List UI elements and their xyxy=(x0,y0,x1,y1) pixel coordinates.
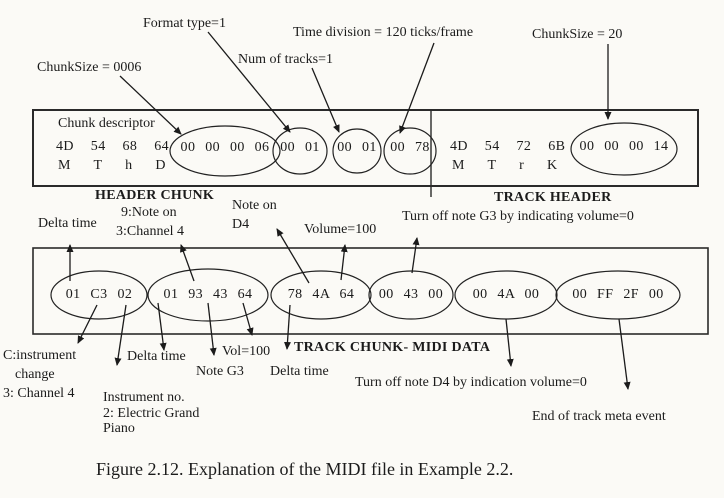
arrow-instr-change xyxy=(77,304,98,344)
bytes-num-tracks: 00 01 xyxy=(337,140,377,155)
callout-format-type: Format type=1 xyxy=(143,16,226,31)
track-box-outline xyxy=(32,247,709,335)
arrow-num-tracks xyxy=(311,67,340,133)
callout-num-tracks: Num of tracks=1 xyxy=(238,52,333,67)
label-delta-time-top: Delta time xyxy=(38,216,97,231)
oval-event-3 xyxy=(270,270,372,320)
bytes-format-type: 00 01 xyxy=(280,140,320,155)
arrow-delta-time-b2 xyxy=(283,304,291,350)
bytes-header-chunksize: 00 00 00 06 xyxy=(180,140,270,155)
label-note-on-d4-line2: D4 xyxy=(232,217,250,232)
label-instrument-no-line3: Piano xyxy=(103,421,135,436)
track-chunk-section-label: TRACK CHUNK- MIDI DATA xyxy=(294,340,491,355)
header-signature-hex: 4D 54 68 64 xyxy=(56,139,170,154)
label-d4-off: Turn off note D4 by indication volume=0 xyxy=(355,375,587,390)
label-instrument-change: C:instrument change 3: Channel 4 xyxy=(3,346,76,403)
label-note-on-ch4-line2: 3:Channel 4 xyxy=(116,224,185,239)
label-delta-time-b1: Delta time xyxy=(127,349,186,364)
oval-event-6 xyxy=(555,270,681,320)
label-note-on-ch4: 9:Note on 3:Channel 4 xyxy=(116,203,184,241)
track-header-section-label: TRACK HEADER xyxy=(494,190,612,205)
oval-num-tracks xyxy=(332,128,382,174)
label-note-on-ch4-line1: 9:Note on xyxy=(121,205,177,220)
label-note-on-d4: Note on D4 xyxy=(232,196,277,234)
arrow-note-g3 xyxy=(207,302,217,356)
oval-track-chunksize xyxy=(570,122,678,176)
label-end-of-track: End of track meta event xyxy=(532,409,666,424)
bytes-event-1: 01 C3 02 xyxy=(65,287,133,302)
bytes-event-6: 00 FF 2F 00 xyxy=(572,287,664,302)
bytes-event-4: 00 43 00 xyxy=(378,287,444,302)
bytes-event-2: 01 93 43 64 xyxy=(163,287,253,302)
label-instrument-no-line1: Instrument no. xyxy=(103,390,185,405)
arrow-delta-time-b1 xyxy=(157,302,167,351)
header-signature-ascii: M T h D xyxy=(58,158,166,173)
arrow-volume-100 xyxy=(340,244,348,281)
label-g3-off: Turn off note G3 by indicating volume=0 xyxy=(402,209,634,224)
header-chunk-section-label: HEADER CHUNK xyxy=(95,188,215,203)
chunk-descriptor-label: Chunk descriptor xyxy=(58,116,155,131)
arrow-vol-100 xyxy=(242,302,254,336)
arrow-time-division xyxy=(399,42,435,134)
callout-chunksize-20: ChunkSize = 20 xyxy=(532,27,623,42)
label-volume-100: Volume=100 xyxy=(304,222,377,237)
arrow-chunksize-0006 xyxy=(119,75,182,135)
label-note-g3: Note G3 xyxy=(196,364,244,379)
label-instrument-change-line3: 3: Channel 4 xyxy=(3,386,75,401)
header-box-outline xyxy=(32,109,699,187)
bytes-track-chunksize: 00 00 00 14 xyxy=(579,139,669,154)
oval-header-chunksize xyxy=(169,125,281,177)
callout-chunksize-0006: ChunkSize = 0006 xyxy=(37,60,142,75)
arrow-g3-off xyxy=(411,237,420,274)
arrow-end-of-track xyxy=(618,318,631,390)
bytes-time-division: 00 78 xyxy=(390,140,430,155)
bytes-event-5: 00 4A 00 xyxy=(472,287,540,302)
callout-time-division: Time division = 120 ticks/frame xyxy=(293,25,474,40)
label-instrument-no-line2: 2: Electric Grand xyxy=(103,405,200,421)
arrow-instr-no xyxy=(114,304,127,366)
oval-event-1 xyxy=(50,270,148,320)
oval-time-division xyxy=(383,127,437,175)
label-instrument-change-line2: change xyxy=(15,367,55,382)
figure-caption: Figure 2.12. Explanation of the MIDI fil… xyxy=(96,459,514,479)
arrow-note-on-d4 xyxy=(276,228,310,284)
track-signature-hex: 4D 54 72 6B xyxy=(450,139,566,154)
oval-event-2 xyxy=(147,268,269,322)
arrow-d4-off xyxy=(505,318,514,367)
label-note-on-d4-line1: Note on xyxy=(232,198,277,213)
track-signature-ascii: M T r K xyxy=(452,158,558,173)
label-delta-time-b2: Delta time xyxy=(270,364,329,379)
label-instrument-no: Instrument no. 2: Electric Grand Piano xyxy=(103,390,199,437)
bytes-event-3: 78 4A 64 xyxy=(287,287,355,302)
label-instrument-change-line1: C:instrument xyxy=(3,348,77,363)
oval-format-type xyxy=(272,127,328,175)
label-vol-100: Vol=100 xyxy=(222,344,271,359)
arrow-note-on-ch4 xyxy=(180,244,195,282)
oval-event-4 xyxy=(368,270,454,320)
arrow-format-type xyxy=(207,31,291,133)
